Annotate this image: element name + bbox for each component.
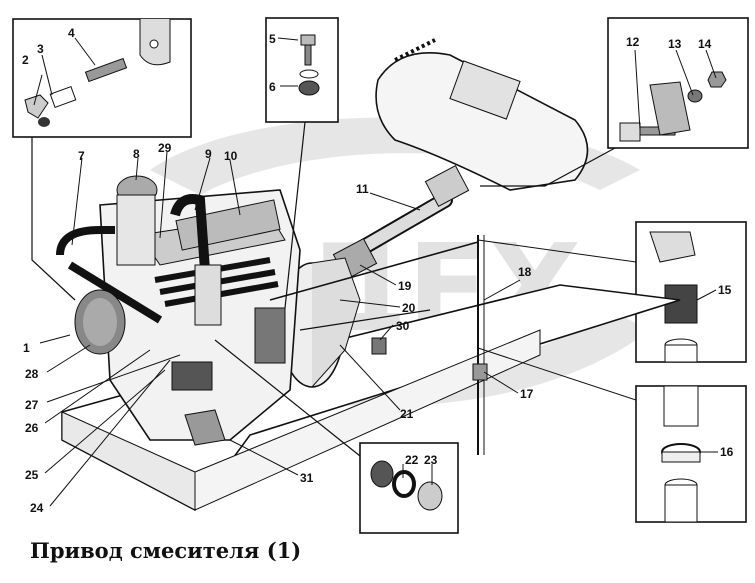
mixer-drum (375, 38, 589, 191)
callout-leaders (33, 37, 718, 507)
callout-16: 16 (720, 445, 734, 459)
base-frame (61, 284, 681, 512)
callout-27: 27 (25, 398, 39, 412)
callout-20: 20 (402, 301, 416, 315)
callout-21: 21 (400, 407, 414, 421)
callout-31: 31 (300, 471, 314, 485)
callout-13: 13 (668, 37, 682, 51)
callout-24: 24 (30, 501, 44, 515)
callout-1: 1 (23, 341, 30, 355)
callout-2: 2 (22, 53, 29, 67)
control-linkage (269, 235, 637, 455)
inset-bolt-washer (265, 17, 339, 123)
callout-19: 19 (398, 279, 412, 293)
callout-4: 4 (68, 26, 75, 40)
engine (56, 175, 301, 446)
callout-17: 17 (520, 387, 534, 401)
callout-8: 8 (133, 147, 140, 161)
callout-5: 5 (269, 32, 276, 46)
callout-11: 11 (356, 182, 369, 196)
inset-spring (635, 221, 747, 363)
callout-12: 12 (626, 35, 640, 49)
inset-wingnut-stud (12, 18, 192, 138)
callout-29: 29 (158, 141, 172, 155)
callout-23: 23 (424, 453, 438, 467)
inset-clamp-ring (635, 385, 747, 523)
figure-title: Привод смесителя (1) (30, 538, 302, 563)
callout-6: 6 (269, 80, 276, 94)
inset-bolt-nut (607, 17, 749, 149)
callout-30: 30 (396, 319, 410, 333)
callout-10: 10 (224, 149, 238, 163)
callout-18: 18 (518, 265, 532, 279)
inset-plug-seal (359, 442, 459, 534)
callout-7: 7 (78, 149, 85, 163)
callout-28: 28 (25, 367, 39, 381)
callout-14: 14 (698, 37, 712, 51)
callout-22: 22 (405, 453, 419, 467)
drive-shaft (332, 164, 470, 281)
callout-15: 15 (718, 283, 732, 297)
inset-leaders (31, 121, 616, 457)
callout-26: 26 (25, 421, 39, 435)
callout-labels: 1 2 3 4 5 6 7 8 29 9 10 11 12 13 14 15 1… (22, 26, 734, 515)
callout-25: 25 (25, 468, 39, 482)
callout-9: 9 (205, 147, 212, 161)
callout-3: 3 (37, 42, 44, 56)
